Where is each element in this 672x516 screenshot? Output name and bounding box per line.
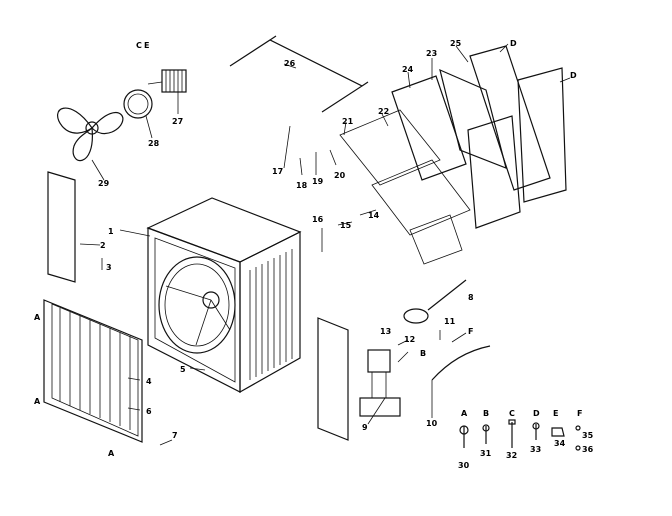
callout-22: 22 — [378, 107, 389, 116]
callout-12: 12 — [404, 335, 415, 344]
hardware-letter-labels: A B C D E F — [461, 409, 582, 418]
callout-1: 1 — [108, 227, 114, 236]
hw-letter-e: E — [553, 409, 558, 418]
callout-24: 24 — [402, 65, 414, 74]
callout-31: 31 — [480, 449, 492, 458]
letter-a-2: A — [34, 397, 41, 406]
callout-6: 6 — [146, 407, 152, 416]
callout-27: 27 — [172, 117, 183, 126]
water-trough — [229, 35, 369, 113]
letter-d-2: D — [570, 71, 577, 80]
fan-blade — [57, 107, 124, 161]
float — [403, 308, 429, 324]
side-panel — [47, 171, 76, 283]
callout-13: 13 — [380, 327, 391, 336]
callout-11: 11 — [444, 317, 456, 326]
callout-21: 21 — [342, 117, 354, 126]
pump — [359, 349, 401, 417]
leader-lines — [79, 43, 571, 446]
letter-d-1: D — [510, 39, 517, 48]
callout-18: 18 — [296, 181, 308, 190]
letter-labels: A A A B C D D E F — [34, 39, 577, 458]
letter-e: E — [144, 41, 149, 50]
callout-8: 8 — [468, 293, 474, 302]
hw-letter-d: D — [533, 409, 540, 418]
callout-26: 26 — [284, 59, 296, 68]
callout-2: 2 — [100, 241, 106, 250]
callout-7: 7 — [172, 431, 178, 440]
hw-letter-c: C — [509, 409, 515, 418]
callout-16: 16 — [312, 215, 324, 224]
float-valve — [427, 279, 467, 311]
hw-letter-f: F — [577, 409, 582, 418]
callout-29: 29 — [98, 179, 110, 188]
side-panel-right — [317, 317, 349, 441]
callout-3: 3 — [106, 263, 112, 272]
callout-5: 5 — [180, 365, 186, 374]
callout-34: 34 — [554, 439, 566, 448]
letter-c: C — [136, 41, 142, 50]
letter-a-1: A — [34, 313, 41, 322]
callout-4: 4 — [146, 377, 152, 386]
cabinet-louvers — [249, 249, 293, 380]
letter-b: B — [420, 349, 426, 358]
cooling-pad-24 — [391, 75, 467, 181]
callout-20: 20 — [334, 171, 346, 180]
callout-35: 35 — [582, 431, 594, 440]
callout-17: 17 — [272, 167, 283, 176]
callout-32: 32 — [506, 451, 517, 460]
hw-letter-b: B — [483, 409, 489, 418]
cooling-pad-front — [467, 115, 521, 229]
callout-30: 30 — [458, 461, 470, 470]
callout-25: 25 — [450, 39, 462, 48]
callout-23: 23 — [426, 49, 437, 58]
callout-labels: 1 2 3 4 5 6 7 8 9 10 11 12 13 14 15 16 1… — [98, 39, 594, 470]
hardware-items — [459, 419, 581, 451]
letter-a-3: A — [108, 449, 115, 458]
callout-28: 28 — [148, 139, 160, 148]
louvered-panels — [469, 45, 567, 203]
hose — [431, 345, 491, 381]
callout-36: 36 — [582, 445, 594, 454]
retaining-ring — [123, 89, 153, 119]
pad-racks — [339, 109, 471, 265]
cabinet — [146, 197, 302, 394]
callout-14: 14 — [368, 211, 380, 220]
callout-19: 19 — [312, 177, 324, 186]
hw-letter-a: A — [461, 409, 468, 418]
letter-f: F — [468, 327, 473, 336]
callout-9: 9 — [362, 423, 368, 432]
cooling-pad-23 — [439, 68, 507, 169]
callout-10: 10 — [426, 419, 438, 428]
motor — [147, 69, 187, 93]
callout-15: 15 — [340, 221, 352, 230]
front-grille — [43, 299, 143, 443]
callout-33: 33 — [530, 445, 541, 454]
